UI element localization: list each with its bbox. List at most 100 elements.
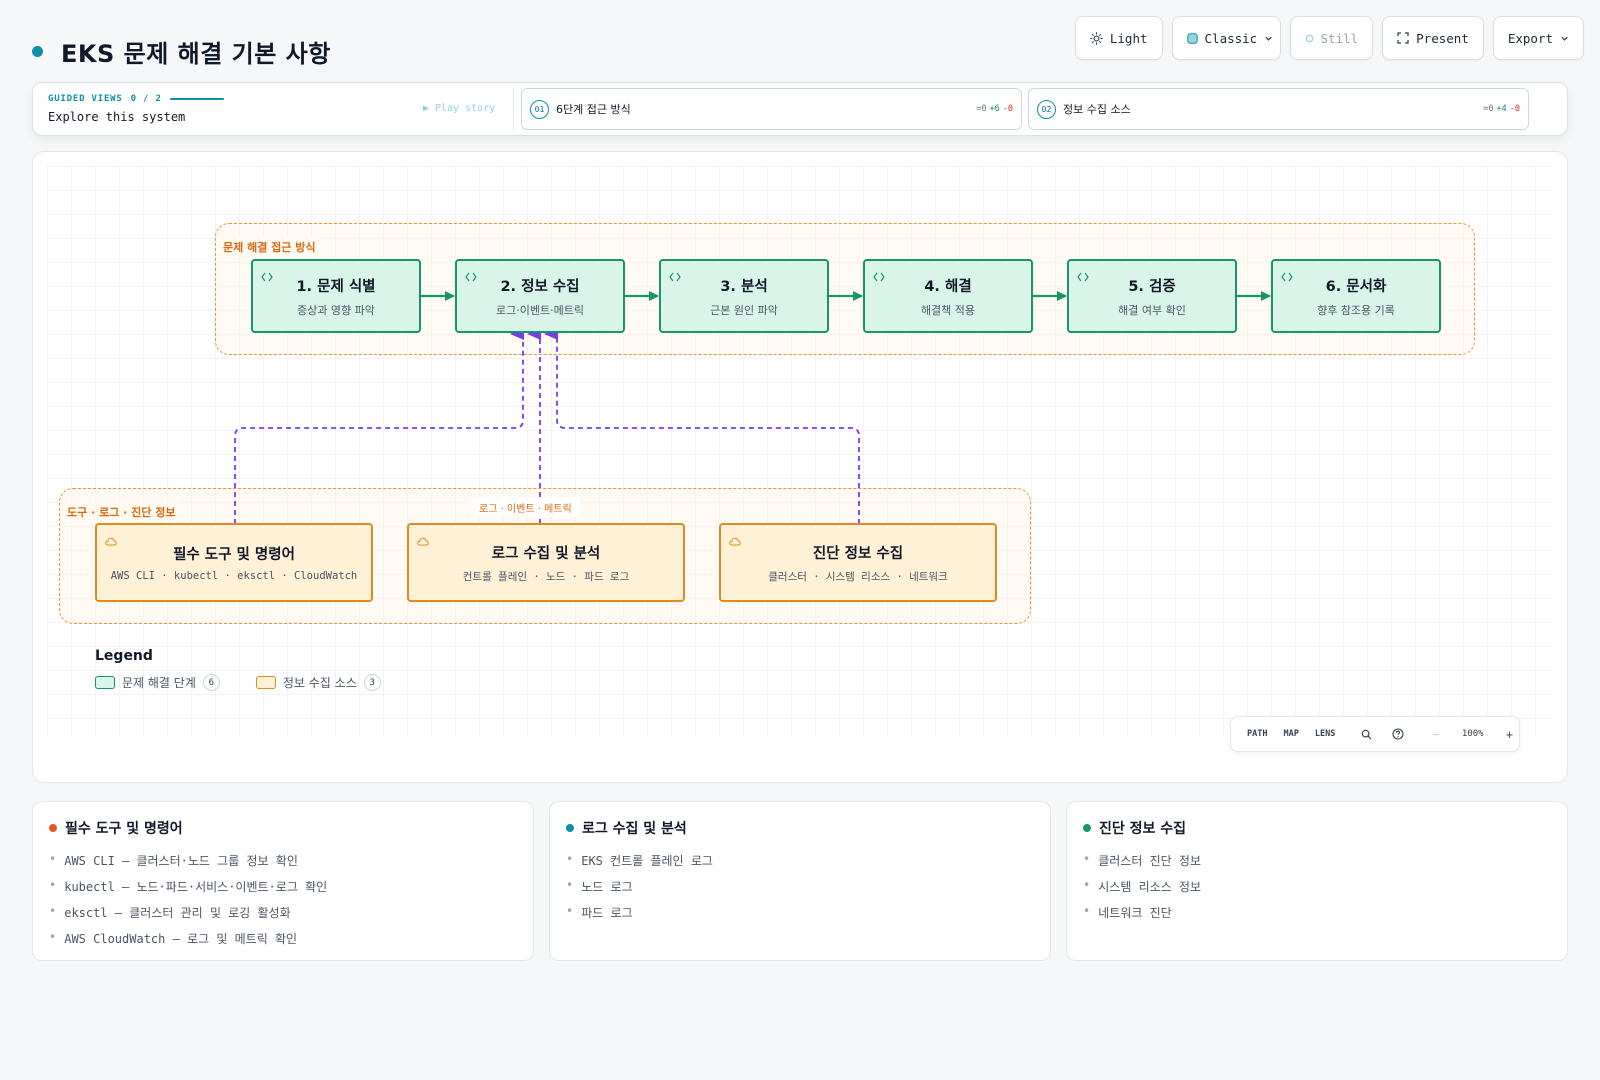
circle-icon (1305, 34, 1314, 43)
diagram-grid[interactable]: 문제 해결 접근 방식 도구 · 로그 · 진단 정보 (47, 166, 1553, 736)
node-source-logs[interactable]: 로그 수집 및 분석 컨트롤 플레인 · 노드 · 파드 로그 (407, 523, 685, 602)
card-dot (49, 824, 57, 832)
list-item: 네트워크 진단 (1083, 904, 1551, 921)
title-dot (32, 46, 43, 57)
card-title: 진단 정보 수집 (1099, 821, 1187, 837)
node-title: 3. 분석 (720, 278, 768, 295)
view-number: 02 (1037, 99, 1056, 119)
cloud-icon (105, 531, 117, 550)
card-header: 진단 정보 수집 (1083, 818, 1551, 838)
cloud-icon (417, 531, 429, 550)
classic-label: Classic (1204, 30, 1258, 46)
edge-label: 로그 · 이벤트 · 메트릭 (471, 498, 580, 517)
canvas-controls: PATH MAP LENS − 100% + (1230, 716, 1520, 752)
node-step-1[interactable]: 1. 문제 식별 증상과 영향 파악 (251, 259, 421, 333)
card-dot (1083, 824, 1091, 832)
delta-add: +6 (989, 104, 1000, 114)
chevron-down-icon (1560, 34, 1569, 43)
light-theme-button[interactable]: Light (1074, 16, 1163, 60)
page-title: EKS 문제 해결 기본 사항 (61, 40, 331, 68)
chevron-down-icon (1264, 34, 1273, 43)
list-item: 시스템 리소스 정보 (1083, 878, 1551, 895)
guided-views-title: GUIDED VIEWS (48, 94, 123, 104)
node-step-4[interactable]: 4. 해결 해결책 적용 (863, 259, 1033, 333)
code-icon (261, 267, 273, 286)
node-title: 2. 정보 수집 (500, 278, 580, 295)
legend-item-steps[interactable]: 문제 해결 단계 6 (95, 674, 220, 691)
node-subtitle: 컨트롤 플레인 · 노드 · 파드 로그 (462, 570, 630, 583)
view-delta: =0 +6 -0 (976, 104, 1013, 114)
node-title: 5. 검증 (1128, 278, 1176, 295)
guided-views-progress: 0 / 2 (130, 94, 162, 104)
edge-tools-to-collect (234, 328, 524, 524)
play-story-button[interactable]: ▶ Play story (423, 103, 496, 114)
node-step-3[interactable]: 3. 분석 근본 원인 파악 (659, 259, 829, 333)
node-title: 1. 문제 식별 (296, 278, 376, 295)
delta-same: =0 (976, 104, 987, 114)
legend-item-sources[interactable]: 정보 수집 소스 3 (255, 674, 381, 691)
search-icon[interactable] (1351, 729, 1382, 740)
zoom-in-button[interactable]: + (1496, 727, 1524, 742)
legend-swatch (95, 676, 115, 689)
diagram-edges (234, 291, 1271, 524)
detail-card-logs: 로그 수집 및 분석 EKS 컨트롤 플레인 로그 노드 로그 파드 로그 (549, 801, 1051, 961)
export-dropdown[interactable]: Export (1492, 16, 1584, 60)
node-subtitle: 로그·이벤트·메트릭 (496, 303, 584, 317)
list-item: AWS CloudWatch — 로그 및 메트릭 확인 (49, 930, 517, 947)
map-button[interactable]: MAP (1275, 729, 1306, 739)
legend-count: 3 (363, 674, 381, 691)
zoom-out-button[interactable]: − (1422, 727, 1450, 742)
sun-icon (1090, 31, 1103, 45)
node-subtitle: AWS CLI · kubectl · eksctl · CloudWatch (110, 570, 358, 582)
light-label: Light (1109, 30, 1148, 46)
node-step-2[interactable]: 2. 정보 수집 로그·이벤트·메트릭 (455, 259, 625, 333)
card-list: 클러스터 진단 정보 시스템 리소스 정보 네트워크 진단 (1083, 852, 1551, 921)
card-list: AWS CLI — 클러스터·노드 그룹 정보 확인 kubectl — 노드·… (49, 852, 517, 947)
node-source-tools[interactable]: 필수 도구 및 명령어 AWS CLI · kubectl · eksctl ·… (95, 523, 373, 602)
cloud-icon (729, 531, 741, 550)
node-subtitle: 해결 여부 확인 (1118, 303, 1186, 317)
legend-label: 정보 수집 소스 (282, 676, 357, 690)
delta-remove: -0 (1509, 104, 1520, 114)
view-label: 6단계 접근 방식 (556, 103, 631, 116)
guided-views-bar: GUIDED VIEWS 0 / 2 Explore this system ▶… (32, 82, 1568, 136)
help-icon[interactable] (1382, 728, 1414, 740)
delta-same: =0 (1483, 104, 1494, 114)
card-dot (566, 824, 574, 832)
node-title: 필수 도구 및 명령어 (173, 547, 295, 563)
lens-button[interactable]: LENS (1307, 729, 1343, 739)
divider (513, 89, 514, 131)
list-item: 클러스터 진단 정보 (1083, 852, 1551, 869)
fullscreen-icon (1397, 32, 1409, 44)
zoom-level: 100% (1461, 729, 1484, 739)
node-step-5[interactable]: 5. 검증 해결 여부 확인 (1067, 259, 1237, 333)
guided-view-chip-1[interactable]: 01 6단계 접근 방식 =0 +6 -0 (521, 88, 1022, 130)
guided-view-chip-2[interactable]: 02 정보 수집 소스 =0 +4 -0 (1028, 88, 1529, 130)
code-icon (1281, 267, 1293, 286)
classic-style-dropdown[interactable]: Classic (1171, 16, 1281, 60)
code-icon (1077, 267, 1089, 286)
node-title: 6. 문서화 (1325, 278, 1387, 295)
group-approach-label: 문제 해결 접근 방식 (217, 237, 322, 257)
present-button[interactable]: Present (1382, 16, 1484, 60)
legend-title: Legend (95, 648, 153, 664)
legend-swatch (255, 676, 276, 689)
diagram-canvas-panel: 문제 해결 접근 방식 도구 · 로그 · 진단 정보 (32, 151, 1568, 783)
delta-add: +4 (1496, 104, 1507, 114)
code-icon (669, 267, 681, 286)
node-source-diagnostics[interactable]: 진단 정보 수집 클러스터 · 시스템 리소스 · 네트워크 (719, 523, 997, 602)
still-button[interactable]: Still (1289, 16, 1374, 60)
list-item: EKS 컨트롤 플레인 로그 (566, 852, 1034, 869)
legend-items: 문제 해결 단계 6 정보 수집 소스 3 (95, 674, 381, 691)
node-step-6[interactable]: 6. 문서화 향후 참조용 기록 (1271, 259, 1441, 333)
page-header: EKS 문제 해결 기본 사항 (32, 34, 331, 69)
node-title: 로그 수집 및 분석 (491, 545, 601, 562)
legend: Legend 문제 해결 단계 6 정보 수집 소스 3 (95, 648, 381, 691)
guided-views-label: GUIDED VIEWS 0 / 2 (48, 94, 508, 104)
detail-card-diagnostics: 진단 정보 수집 클러스터 진단 정보 시스템 리소스 정보 네트워크 진단 (1066, 801, 1568, 961)
source-edges (234, 328, 860, 524)
present-label: Present (1416, 30, 1469, 46)
delta-remove: -0 (1002, 104, 1013, 114)
guided-views-info: GUIDED VIEWS 0 / 2 Explore this system (48, 94, 508, 124)
path-button[interactable]: PATH (1239, 729, 1275, 739)
